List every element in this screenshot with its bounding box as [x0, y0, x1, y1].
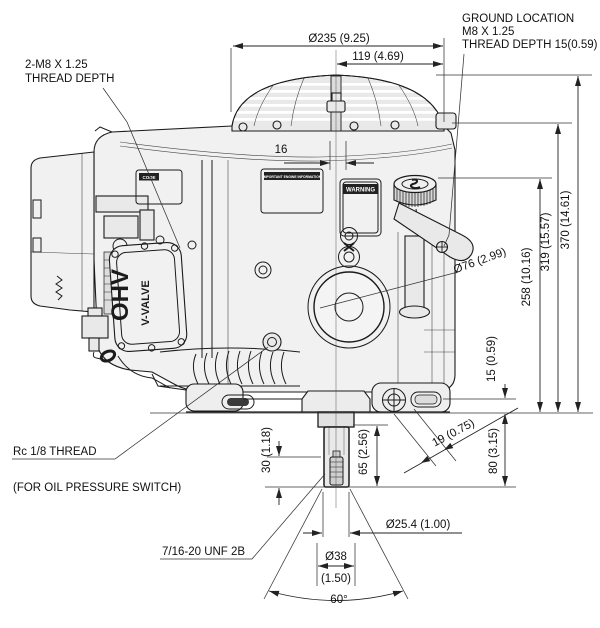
- dim-text-370: 370 (14.61): [560, 190, 572, 249]
- carburetor: [55, 195, 155, 363]
- dim-text-38mm: Ø38: [325, 551, 347, 563]
- oil-cap-symbol: [409, 178, 421, 190]
- code-plate-text: CODE: [142, 175, 155, 180]
- dim-text-38in: (1.50): [321, 573, 351, 585]
- label-ground-line1: GROUND LOCATION: [462, 13, 574, 25]
- dipstick-arm: [393, 202, 474, 262]
- code-plate: CODE: [135, 169, 183, 205]
- label-rc-line1: Rc 1/8 THREAD: [13, 446, 97, 458]
- oil-pan-fins: [151, 347, 301, 391]
- fan-housing: [231, 74, 457, 132]
- dim-text-254: Ø25.4 (1.00): [386, 519, 451, 531]
- dim-text-80: 80 (3.15): [488, 428, 500, 474]
- engine-illustration: OHV V-VALVE CODE IMPORTANT ENGINE INFORM…: [30, 74, 474, 488]
- breather-tube: [398, 208, 431, 319]
- dim-text-16: 16: [275, 144, 288, 156]
- governor-spring: [55, 275, 63, 301]
- dim-text-15: 15 (0.59): [486, 336, 498, 382]
- warning-plate-text: WARNING: [346, 188, 375, 194]
- dim-text-235: Ø235 (9.25): [308, 33, 370, 45]
- leader-ground: [443, 53, 465, 247]
- dim-text-119: 119 (4.69): [352, 51, 404, 63]
- dim-text-258: 258 (10.16): [521, 247, 533, 306]
- oil-filler-cap: [393, 174, 474, 262]
- label-unf: 7/16-20 UNF 2B: [162, 546, 245, 558]
- info-plate-text: IMPORTANT ENGINE INFORMATION: [263, 175, 322, 179]
- vvalve-marking: V-VALVE: [140, 280, 152, 325]
- dim-text-30: 30 (1.18): [261, 427, 273, 473]
- air-cleaner: [30, 151, 95, 313]
- oil-pressure-switch-port: [262, 332, 282, 352]
- leader-76: [319, 271, 459, 309]
- dim-taper-arc: [268, 590, 404, 601]
- dim-text-319: 319 (15.57): [540, 212, 552, 271]
- label-ground-line3: THREAD DEPTH 15(0.59): [462, 39, 598, 51]
- mounting-base: [185, 382, 451, 413]
- leader-unf: [160, 473, 326, 560]
- label-ground-line2: M8 X 1.25: [462, 26, 514, 38]
- dim-text-60: 60°: [330, 594, 347, 606]
- ohv-marking: OHV: [107, 269, 134, 321]
- housing-bracket: [435, 112, 457, 130]
- valve-cover: OHV V-VALVE: [107, 242, 188, 389]
- label-2m8-line1: 2-M8 X 1.25: [25, 59, 88, 71]
- fuel-drain: [81, 307, 117, 363]
- dimension-system: Ø235 (9.25) 119 (4.69) 16 Ø76 (2.99) 258…: [12, 13, 598, 606]
- shaft-internal-thread: [329, 456, 344, 486]
- warning-plate: WARNING: [339, 178, 382, 237]
- dim-text-65: 65 (2.56): [358, 429, 370, 475]
- label-rc-line2: (FOR OIL PRESSURE SWITCH): [13, 482, 181, 494]
- leader-oilswitch: [12, 346, 269, 460]
- label-2m8-line2: THREAD DEPTH: [25, 73, 114, 85]
- leader-2m8: [102, 87, 181, 249]
- info-plate: IMPORTANT ENGINE INFORMATION: [260, 168, 324, 214]
- crankcase-boss: [307, 227, 391, 349]
